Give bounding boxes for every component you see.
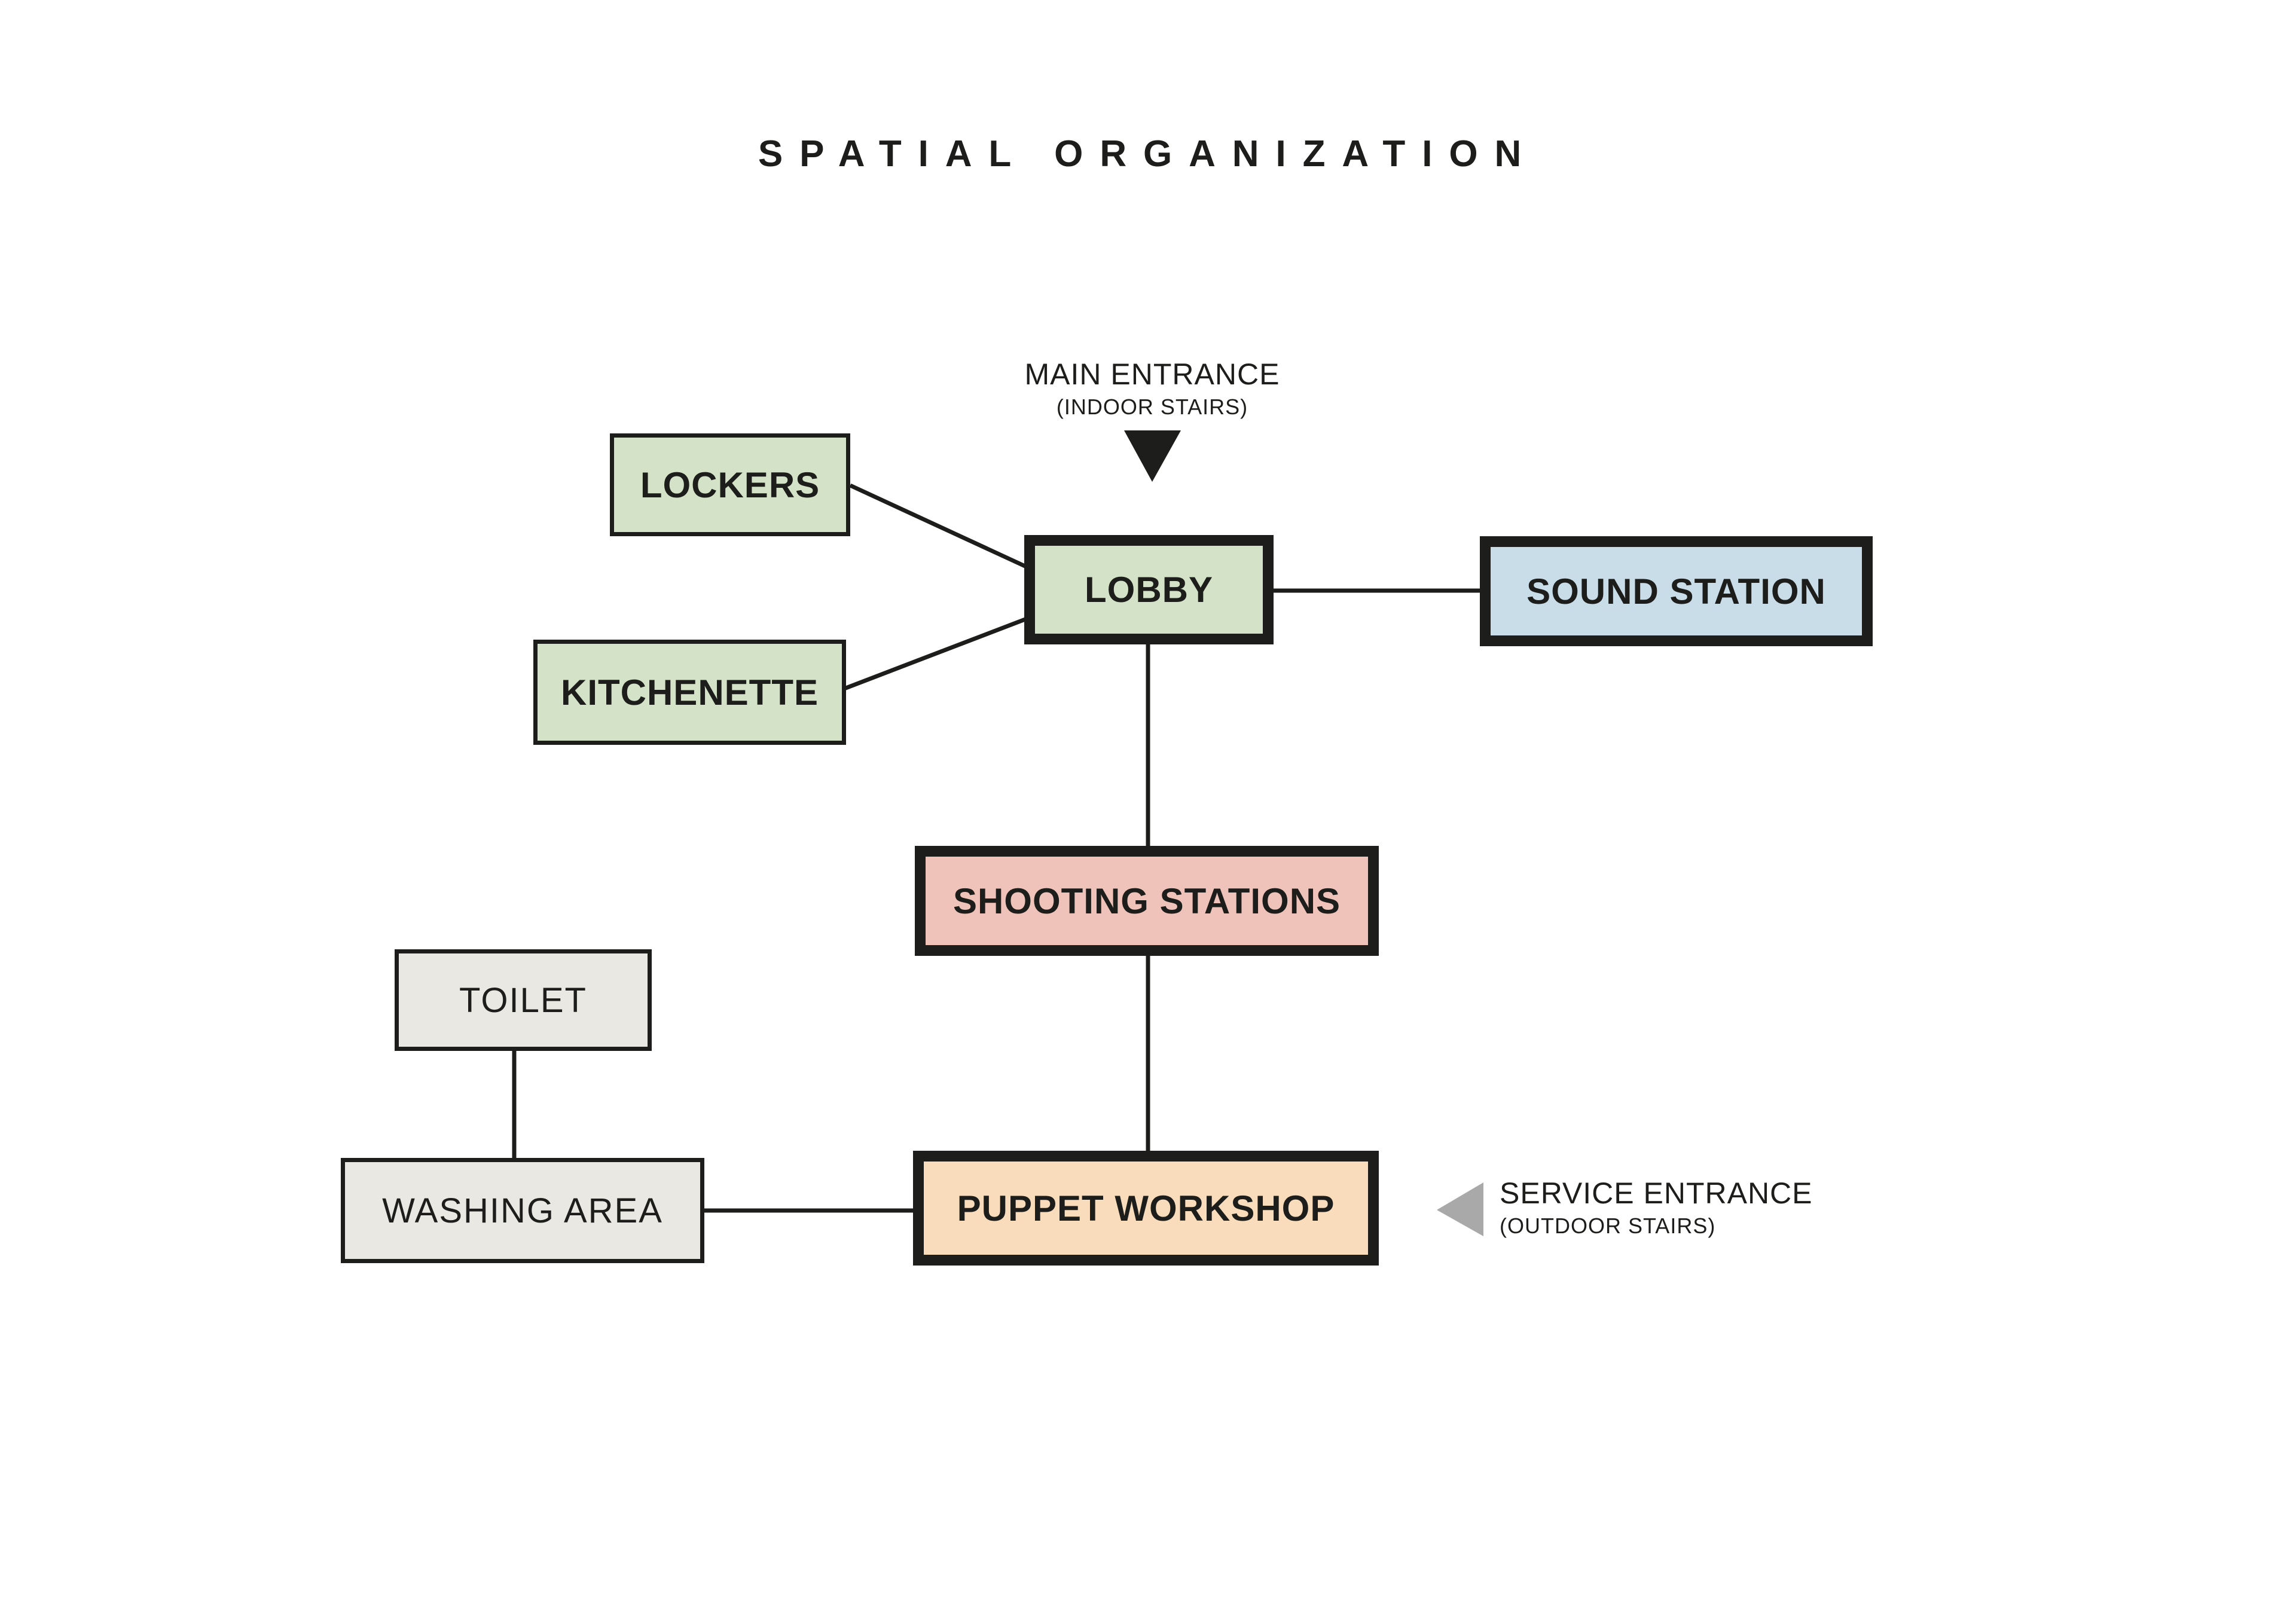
node-washing-area: WASHING AREA [341,1158,704,1263]
node-kitchenette: KITCHENETTE [533,640,846,745]
edge-lockers-lobby [849,483,1033,571]
node-lobby-label: LOBBY [1085,570,1213,610]
node-shooting-stations: SHOOTING STATIONS [915,846,1379,956]
service-entrance-sublabel: (OUTDOOR STAIRS) [1500,1213,1716,1238]
service-entrance-arrow-icon [1437,1182,1483,1236]
node-lobby: LOBBY [1024,535,1274,644]
node-washing-area-label: WASHING AREA [382,1191,663,1230]
edge-kitchenette-lobby [843,615,1033,691]
node-sound-station: SOUND STATION [1480,536,1873,646]
node-toilet-label: TOILET [459,980,587,1020]
main-entrance-annotation: MAIN ENTRANCE (INDOOR STAIRS) [969,357,1336,419]
service-entrance-annotation: SERVICE ENTRANCE (OUTDOOR STAIRS) [1500,1176,1813,1238]
node-sound-station-label: SOUND STATION [1526,571,1826,612]
node-lockers: LOCKERS [610,433,850,536]
service-entrance-label: SERVICE ENTRANCE [1500,1176,1813,1210]
node-kitchenette-label: KITCHENETTE [561,672,819,713]
node-shooting-stations-label: SHOOTING STATIONS [952,881,1341,921]
main-entrance-label: MAIN ENTRANCE [1024,357,1280,391]
node-puppet-workshop: PUPPET WORKSHOP [913,1151,1379,1266]
page-title: SPATIAL ORGANIZATION [758,133,1538,175]
node-lockers-label: LOCKERS [640,464,820,505]
main-entrance-sublabel: (INDOOR STAIRS) [1056,394,1248,419]
main-entrance-arrow-icon [1124,430,1181,482]
node-toilet: TOILET [395,949,652,1051]
node-puppet-workshop-label: PUPPET WORKSHOP [957,1188,1335,1228]
